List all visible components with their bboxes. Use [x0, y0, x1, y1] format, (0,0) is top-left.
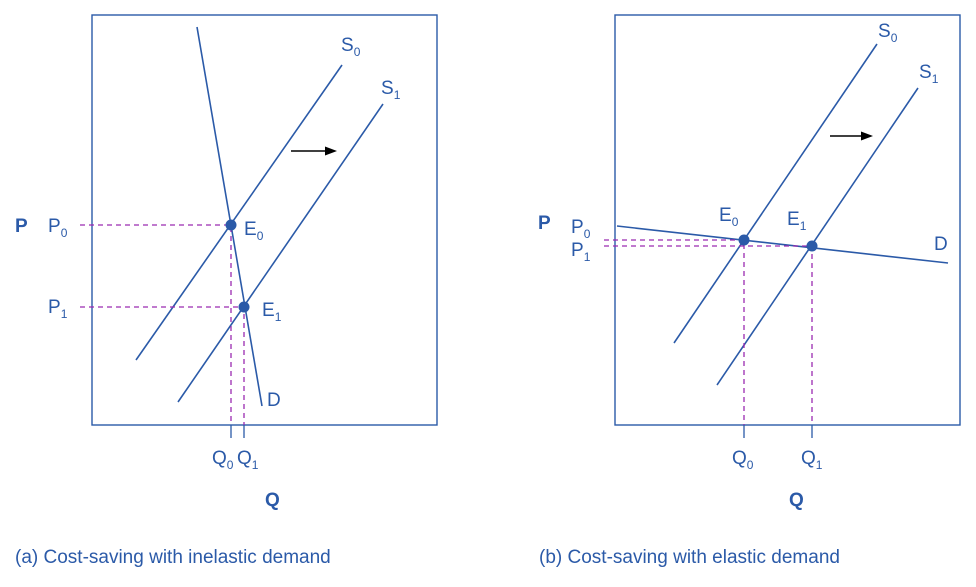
panel-b-q1-label: Q1	[801, 448, 823, 472]
panel-a-price-axis-label: P	[15, 216, 28, 237]
panel-b-arrow-head	[861, 131, 873, 141]
panel-b-p0-label: P0	[571, 217, 591, 241]
panel-a-quantity-axis-label: Q	[265, 490, 280, 511]
panel-b-price-axis-label: P	[538, 213, 551, 234]
panel-b-guide-p1	[604, 245, 813, 425]
panel-b-caption: (b) Cost-saving with elastic demand	[539, 547, 840, 568]
panel-a-q0-label: Q0	[212, 448, 234, 472]
panel-a-point-e1	[238, 301, 250, 313]
panel-b-frame	[614, 14, 961, 426]
panel-a-demand-label: D	[267, 390, 281, 411]
panel-b-supply-s0	[673, 43, 878, 344]
panel-b-quantity-axis-label: Q	[789, 490, 804, 511]
panel-b-guide-p0	[604, 239, 745, 425]
panel-b-e0-label: E0	[719, 205, 739, 229]
panel-b-demand-label: D	[934, 234, 948, 255]
panel-a-e1-label: E1	[262, 300, 282, 324]
panel-a-supply-s0	[135, 64, 343, 361]
panel-a-demand-curve	[196, 26, 263, 407]
panel-b-supply-s1	[716, 87, 919, 386]
panel-a-point-e0	[225, 219, 237, 231]
panel-b-s0-label: S0	[878, 21, 898, 45]
panel-b-q0-label: Q0	[732, 448, 754, 472]
panel-a-caption: (a) Cost-saving with inelastic demand	[15, 547, 331, 568]
panel-b: P P0 P1 S0 S1 E0 E1 D Q0 Q1 Q (b) Cost-s…	[538, 14, 961, 568]
panel-a-supply-s1	[177, 103, 384, 403]
panel-a: P P0 P1 S0 S1 E0 E1 D Q0 Q1 Q (a) Cost-s…	[15, 14, 438, 568]
panel-b-p1-label: P1	[571, 240, 591, 264]
panel-b-demand-curve	[616, 225, 949, 264]
panel-a-arrow-head	[325, 146, 337, 156]
panel-a-p1-label: P1	[48, 297, 68, 321]
panel-b-point-e1	[806, 240, 818, 252]
panel-b-e1-label: E1	[787, 209, 807, 233]
panel-b-point-e0	[738, 234, 750, 246]
panel-a-frame	[91, 14, 438, 426]
panel-a-s0-label: S0	[341, 35, 361, 59]
panel-a-guide-p1	[80, 306, 245, 425]
panel-b-s1-label: S1	[919, 62, 939, 86]
panel-a-q1-label: Q1	[237, 448, 259, 472]
panel-a-p0-label: P0	[48, 216, 68, 240]
panel-a-e0-label: E0	[244, 219, 264, 243]
panel-a-s1-label: S1	[381, 78, 401, 102]
